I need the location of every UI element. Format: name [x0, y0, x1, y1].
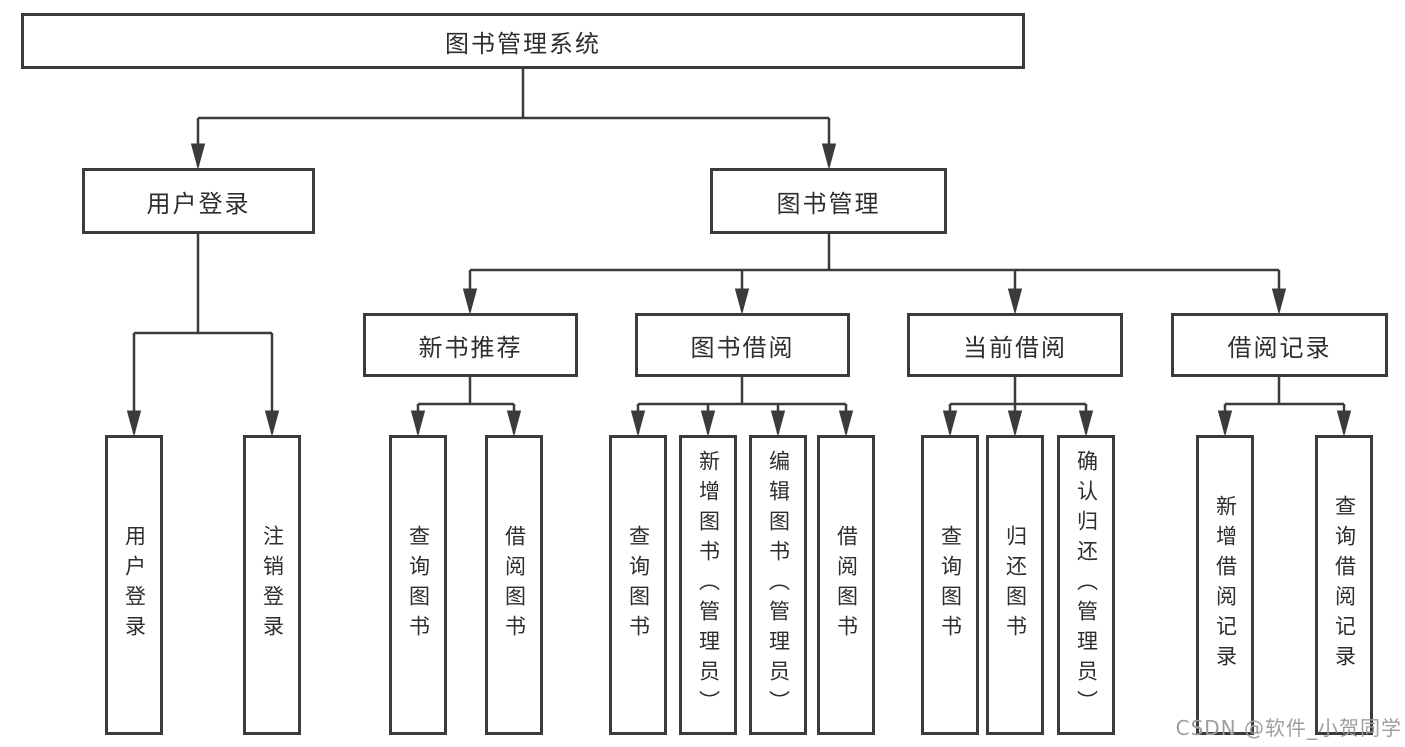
leaf-query-books-borrowing: 查询图书: [609, 435, 667, 735]
node-book-management: 图书管理: [710, 168, 947, 234]
leaf-label: 查询借阅记录: [1332, 495, 1357, 675]
leaf-label: 新增图书（管理员）: [696, 450, 721, 720]
leaf-label: 归还图书: [1003, 525, 1028, 645]
watermark-text: CSDN @软件_小贺同学: [1175, 716, 1402, 740]
leaf-user-login: 用户登录: [105, 435, 163, 735]
leaf-add-borrow-record: 新增借阅记录: [1196, 435, 1254, 735]
node-label: 图书管理: [776, 189, 881, 218]
node-user-login: 用户登录: [82, 168, 315, 234]
leaf-label: 确认归还（管理员）: [1074, 450, 1099, 720]
leaf-logout: 注销登录: [243, 435, 301, 735]
node-label: 图书管理系统: [445, 29, 601, 58]
leaf-borrow-books-borrowing: 借阅图书: [817, 435, 875, 735]
leaf-label: 查询图书: [938, 525, 963, 645]
node-library-management-system: 图书管理系统: [21, 13, 1025, 69]
node-borrowing-records: 借阅记录: [1171, 313, 1388, 377]
node-label: 图书借阅: [690, 333, 795, 362]
leaf-label: 编辑图书（管理员）: [766, 450, 791, 720]
leaf-label: 借阅图书: [834, 525, 859, 645]
leaf-return-book: 归还图书: [986, 435, 1044, 735]
leaf-label: 新增借阅记录: [1213, 495, 1238, 675]
node-label: 当前借阅: [963, 333, 1067, 362]
leaf-label: 注销登录: [260, 525, 285, 645]
leaf-label: 查询图书: [626, 525, 651, 645]
leaf-query-borrow-record: 查询借阅记录: [1315, 435, 1373, 735]
leaf-confirm-return-admin: 确认归还（管理员）: [1057, 435, 1115, 735]
leaf-edit-book-admin: 编辑图书（管理员）: [749, 435, 807, 735]
leaf-label: 用户登录: [122, 525, 147, 645]
node-label: 用户登录: [146, 189, 251, 218]
leaf-label: 查询图书: [406, 525, 431, 645]
leaf-borrow-books-recommend: 借阅图书: [485, 435, 543, 735]
leaf-label: 借阅图书: [502, 525, 527, 645]
leaf-query-books-recommend: 查询图书: [389, 435, 447, 735]
node-label: 新书推荐: [418, 333, 523, 362]
node-current-borrowing: 当前借阅: [907, 313, 1123, 377]
leaf-query-books-current: 查询图书: [921, 435, 979, 735]
node-book-borrowing: 图书借阅: [635, 313, 850, 377]
leaf-add-book-admin: 新增图书（管理员）: [679, 435, 737, 735]
node-label: 借阅记录: [1227, 333, 1332, 362]
node-new-book-recommendation: 新书推荐: [363, 313, 578, 377]
